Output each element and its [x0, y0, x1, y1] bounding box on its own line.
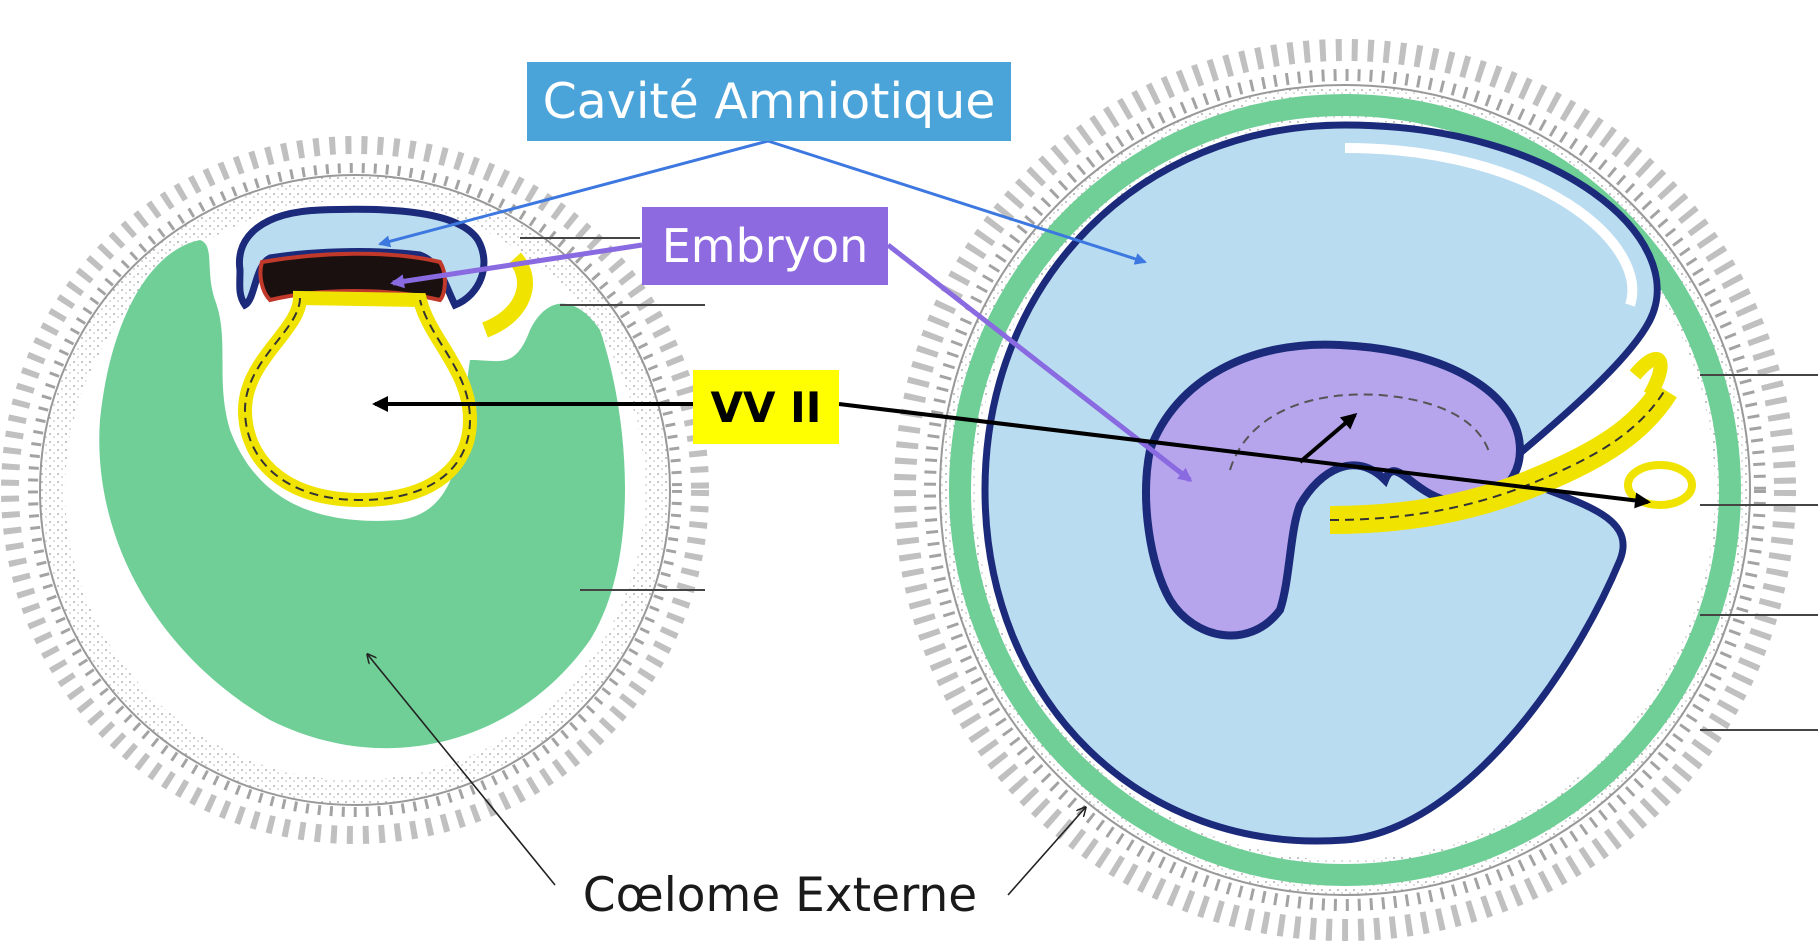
left-yolk-sac	[245, 298, 470, 500]
left-embryo-section	[10, 145, 700, 835]
external-coelom-label: Cœlome Externe	[570, 860, 990, 930]
embryo-label: Embryon	[642, 207, 888, 285]
amniotic-cavity-label: Cavité Amniotique	[527, 62, 1011, 141]
yolk-sac-label: VV II	[693, 370, 839, 444]
right-embryo-section	[905, 50, 1785, 930]
